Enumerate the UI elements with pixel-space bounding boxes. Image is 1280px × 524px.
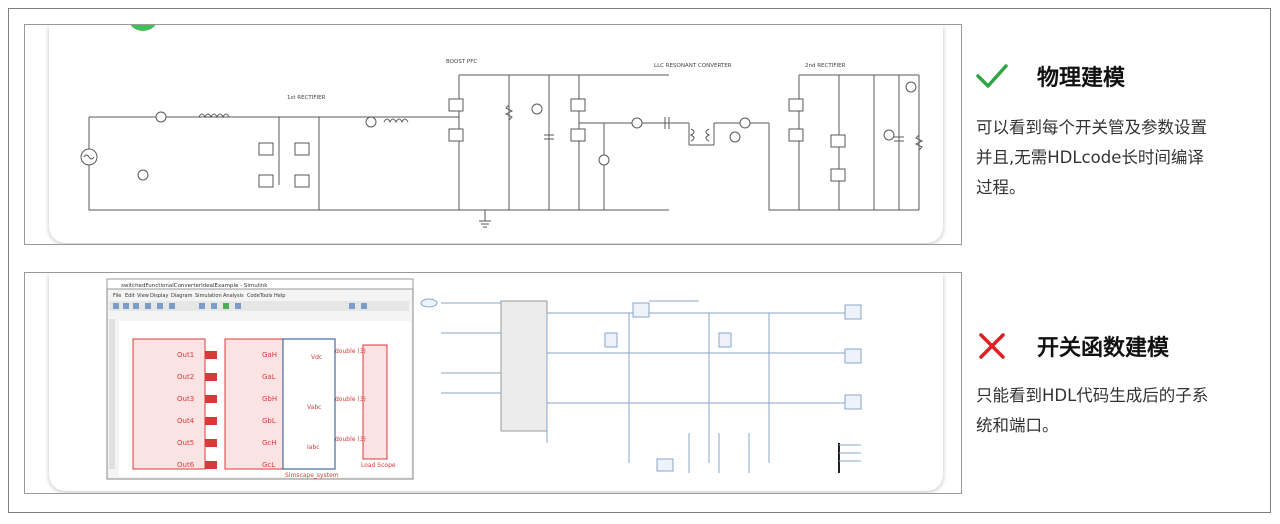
gate-gah-label: GaH: [262, 351, 277, 359]
simulink-window: switchedFunctionalConverterIdealExample …: [106, 278, 414, 480]
out2-label: Out2: [177, 373, 194, 381]
gate-gch-label: GcH: [262, 439, 277, 447]
out3-label: Out3: [177, 395, 194, 403]
svg-text:Tools: Tools: [259, 293, 273, 299]
feature-function-title: 开关函数建模: [1037, 336, 1170, 361]
function-model-panel: switchedFunctionalConverterIdealExample …: [24, 272, 962, 494]
svg-text:View: View: [137, 293, 149, 299]
svg-text:Display: Display: [150, 293, 168, 299]
subsystem-label: Simscape_system: [285, 472, 339, 479]
cross-icon: [975, 330, 1017, 362]
feature-function-description: 只能看到HDL代码生成后的子系 统和端口。: [976, 381, 1266, 441]
vdc-port-label: Vdc: [311, 354, 322, 361]
feature-physical-description: 可以看到每个开关管及参数设置 并且,无需HDLcode长时间编译 过程。: [976, 113, 1266, 203]
feature-physical-line-2: 并且,无需HDLcode长时间编译: [976, 148, 1204, 167]
ac-source: [80, 148, 98, 166]
feature-physical-heading: 物理建模: [975, 60, 1125, 92]
function-model-screenshot: switchedFunctionalConverterIdealExample …: [49, 273, 943, 491]
stage-labels: BOOST PFC LLC RESONANT CONVERTER 2nd REC…: [287, 59, 846, 101]
gate-gal-label: GaL: [262, 373, 276, 381]
svg-text:Analysis: Analysis: [223, 293, 244, 299]
feature-function-line-2: 统和端口。: [976, 416, 1059, 435]
out1-label: Out1: [177, 351, 194, 359]
gate-gcl-label: GcL: [262, 461, 275, 469]
iabc-port-label: Iabc: [307, 444, 320, 451]
out6-label: Out6: [177, 461, 195, 469]
gate-gbl-label: GbL: [262, 417, 276, 425]
feature-physical-title: 物理建模: [1037, 66, 1126, 91]
vabc-port-label: Vabc: [307, 404, 321, 411]
feature-physical-line-1: 可以看到每个开关管及参数设置: [976, 118, 1207, 137]
first-rectifier-label: 1st RECTIFIER: [287, 95, 326, 101]
feature-function-heading: 开关函数建模: [975, 330, 1169, 362]
boost-pfc-label: BOOST PFC: [446, 59, 477, 65]
gate-gbh-label: GbH: [262, 395, 277, 403]
corner-badge: [130, 25, 156, 31]
svg-text:Simulation: Simulation: [195, 293, 222, 299]
physical-model-screenshot: BOOST PFC LLC RESONANT CONVERTER 2nd REC…: [49, 25, 943, 243]
svg-text:Edit: Edit: [125, 293, 135, 299]
menu-bar: File Edit View Display Diagram Simulatio…: [113, 293, 285, 299]
check-icon: [975, 60, 1017, 92]
svg-text:File: File: [113, 293, 121, 299]
vdc-port-type: double (3): [335, 348, 366, 355]
iabc-port-type: double (3): [335, 436, 366, 443]
simulink-screenshot: switchedFunctionalConverterIdealExample …: [106, 278, 862, 480]
feature-physical-line-3: 过程。: [976, 178, 1026, 197]
svg-text:Diagram: Diagram: [171, 293, 193, 299]
function-block-diagram: [420, 298, 862, 473]
feature-function-line-1: 只能看到HDL代码生成后的子系: [976, 386, 1209, 405]
out4-label: Out4: [177, 417, 195, 425]
svg-text:Code: Code: [247, 293, 260, 299]
window-title: switchedFunctionalConverterIdealExample …: [121, 283, 268, 289]
power-converter-schematic: BOOST PFC LLC RESONANT CONVERTER 2nd REC…: [80, 25, 924, 228]
content-frame: [8, 8, 1271, 513]
second-rectifier-label: 2nd RECTIFIER: [805, 63, 846, 69]
vabc-port-type: double (3): [335, 396, 366, 403]
physical-model-panel: BOOST PFC LLC RESONANT CONVERTER 2nd REC…: [24, 24, 962, 245]
out5-label: Out5: [177, 439, 194, 447]
load-scope-label: Load Scope: [361, 462, 396, 469]
svg-text:Help: Help: [274, 293, 285, 299]
llc-converter-label: LLC RESONANT CONVERTER: [654, 63, 732, 69]
